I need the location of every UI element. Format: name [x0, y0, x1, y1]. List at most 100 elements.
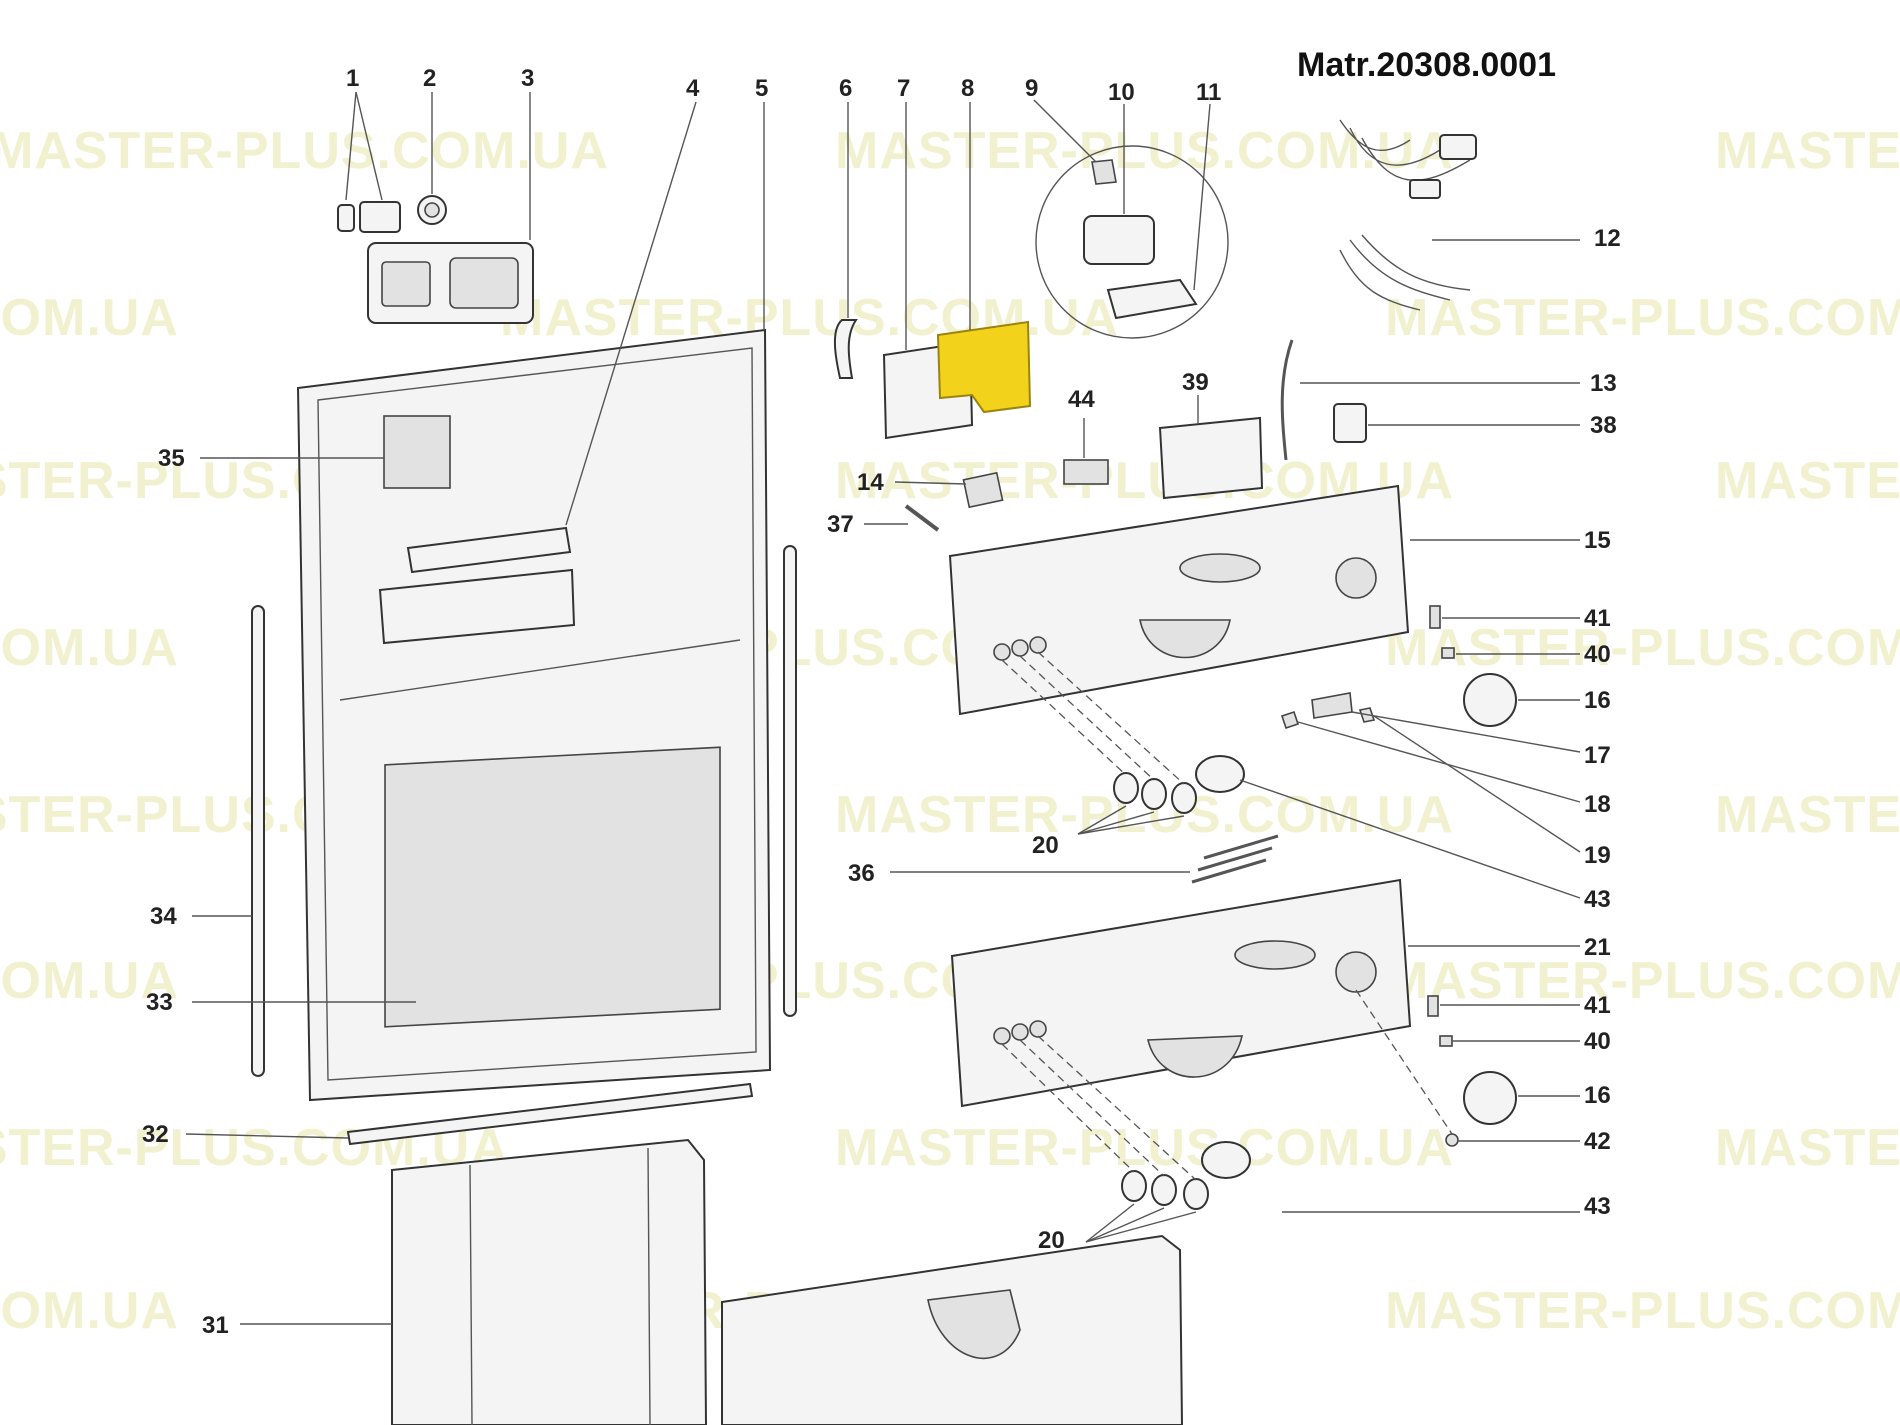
leader-line — [1077, 805, 1127, 835]
part-control-panel-upper — [1335, 557, 1377, 599]
callout-number: 44 — [1068, 386, 1095, 413]
part-spring-clip — [1191, 834, 1279, 884]
part-door-outer-panel — [391, 1138, 708, 1425]
part-control-panel-lower — [993, 1027, 1011, 1045]
callout-number: 40 — [1584, 1028, 1611, 1055]
callout-number: 33 — [146, 989, 173, 1016]
leader-line — [1085, 1207, 1165, 1243]
watermark: MASTER-PLUS.COM.UA — [835, 1119, 1454, 1177]
part-control-panel-lower — [1234, 940, 1316, 970]
watermark: MASTER-PLUS.COM.UA — [0, 1282, 179, 1340]
leader-line — [565, 101, 697, 526]
part-display-module — [1158, 416, 1264, 500]
assembly-guide — [1001, 1043, 1135, 1173]
part-push-buttons — [1183, 1178, 1209, 1210]
callout-number: 10 — [1108, 79, 1135, 106]
part-small-pin — [904, 504, 940, 532]
part-screw — [1427, 995, 1439, 1017]
callout-number: 1 — [346, 65, 359, 92]
assembly-guide — [1037, 1035, 1197, 1181]
watermark: MASTER-PLUS.COM.UA — [1715, 452, 1900, 510]
part-lower-panel — [927, 1289, 1021, 1359]
leader-line — [1373, 715, 1581, 853]
part-wiring-harness — [1339, 234, 1471, 311]
part-sensor-cap — [1091, 159, 1117, 185]
callout-number: 3 — [521, 65, 534, 92]
callout-number: 8 — [961, 75, 974, 102]
callout-number: 19 — [1584, 842, 1611, 869]
part-indicator-cover — [1311, 692, 1353, 719]
part-small-lens — [1445, 1133, 1459, 1147]
part-main-knob — [1463, 673, 1517, 727]
watermark: MASTER-PLUS.COM.UA — [1385, 619, 1900, 677]
callout-number: 21 — [1584, 934, 1611, 961]
assembly-guide — [1355, 989, 1453, 1135]
watermark: MASTER-PLUS.COM.UA — [1385, 952, 1900, 1010]
part-door-inner-panel — [317, 347, 757, 1081]
leader-lines — [185, 91, 1581, 1325]
leader-line — [1085, 1211, 1197, 1243]
part-connector — [962, 471, 1004, 509]
part-door-outer-panel — [469, 1164, 473, 1425]
callout-number: 7 — [897, 75, 910, 102]
part-bracket — [1106, 278, 1198, 320]
part-control-panel-upper — [1011, 639, 1029, 657]
part-push-buttons — [1121, 1170, 1147, 1202]
callout-number: 11 — [1196, 79, 1221, 106]
part-thermostat — [1083, 215, 1155, 265]
watermark: MASTER-PLUS.COM.UA — [835, 122, 1454, 180]
part-highlighted-board — [936, 320, 1032, 414]
callout-number: 35 — [158, 445, 185, 472]
leader-line — [1077, 811, 1155, 835]
part-push-buttons — [1151, 1174, 1177, 1206]
callout-number: 17 — [1584, 742, 1611, 769]
part-control-panel-upper — [1179, 553, 1261, 583]
part-control-panel-upper — [948, 484, 1410, 716]
part-label-plates — [359, 201, 401, 233]
callout-number: 18 — [1584, 791, 1611, 818]
part-dispenser — [381, 261, 431, 307]
part-clip — [1439, 1035, 1453, 1047]
part-cable — [833, 319, 858, 379]
callout-number: 43 — [1584, 1193, 1611, 1220]
part-small-block — [1063, 459, 1109, 485]
callout-number: 39 — [1182, 369, 1209, 396]
assembly-guide — [1001, 659, 1127, 776]
callout-number: 42 — [1584, 1128, 1611, 1155]
callout-number: 34 — [150, 903, 177, 930]
callout-number: 4 — [686, 75, 700, 102]
callout-number: 15 — [1584, 527, 1611, 554]
leader-line — [1351, 711, 1581, 753]
part-lens-small — [1280, 710, 1300, 730]
diagram-title: Matr.20308.0001 — [1297, 46, 1556, 84]
part-basket-handle — [378, 568, 576, 645]
callout-number: 13 — [1590, 370, 1617, 397]
part-door-inner-panel — [339, 639, 741, 701]
watermark: MASTER-PLUS.COM.UA — [1715, 786, 1900, 844]
callout-number: 6 — [839, 75, 852, 102]
part-push-buttons — [1141, 778, 1167, 810]
assembly-guide — [1019, 655, 1155, 781]
part-control-panel-upper — [1139, 619, 1231, 659]
part-screw — [1429, 605, 1441, 629]
parts-layer — [251, 119, 1517, 1425]
watermark: MASTER-PLUS.COM.UA — [1715, 122, 1900, 180]
part-sensor-wire — [1280, 339, 1294, 461]
part-control-panel-upper — [1029, 636, 1047, 654]
part-control-panel-lower — [1335, 951, 1377, 993]
watermark: MASTER-PLUS.COM.UA — [0, 122, 609, 180]
callout-number: 20 — [1032, 832, 1059, 859]
part-door-window — [384, 746, 721, 1028]
part-control-panel-lower — [1146, 1035, 1244, 1078]
leader-line — [345, 91, 357, 201]
callout-number: 37 — [827, 511, 854, 538]
part-push-buttons — [1113, 772, 1139, 804]
callout-number: 14 — [857, 469, 884, 496]
part-detail-circle — [1035, 145, 1229, 339]
part-wiring-harness — [1339, 119, 1471, 181]
part-wiring-harness — [1409, 179, 1441, 199]
leader-line — [1077, 815, 1185, 835]
assembly-guide — [1019, 1039, 1165, 1177]
callout-number: 16 — [1584, 1082, 1611, 1109]
